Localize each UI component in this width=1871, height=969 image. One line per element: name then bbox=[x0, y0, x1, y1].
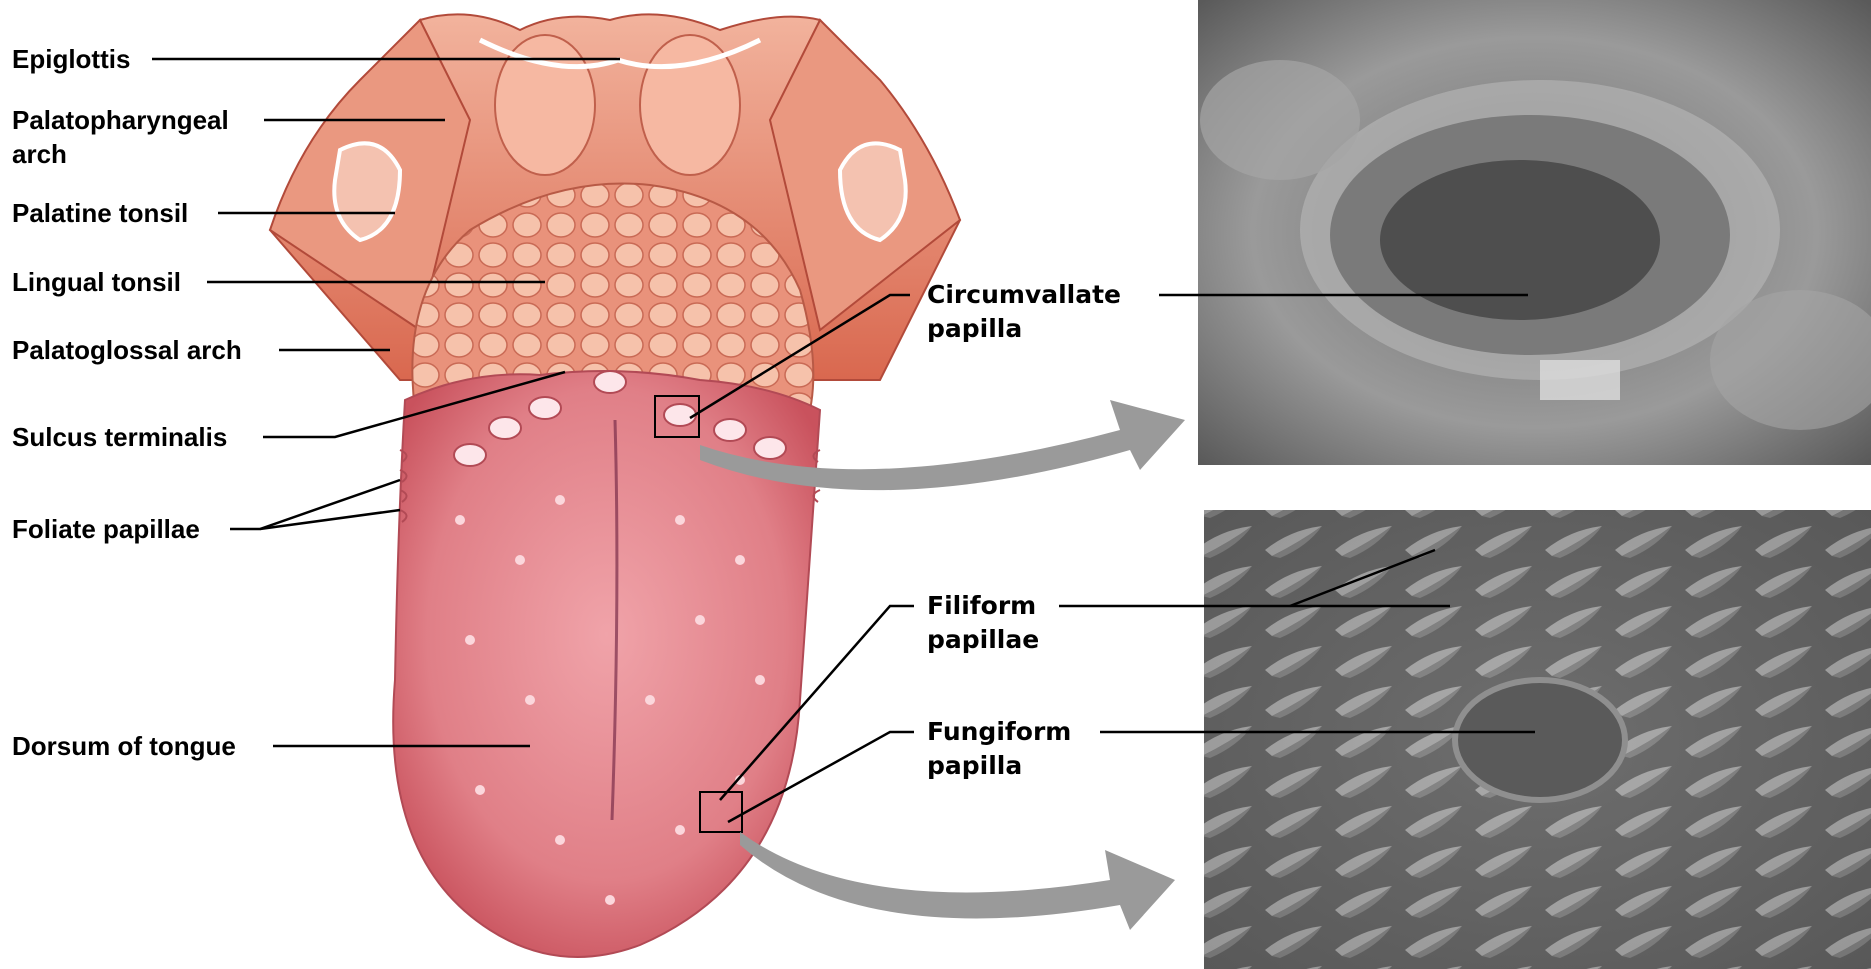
circumvallate-micrograph bbox=[1198, 0, 1871, 465]
label-epiglottis: Epiglottis bbox=[12, 42, 130, 76]
label-fungiform-line2: papilla bbox=[927, 749, 1022, 783]
label-fungiform-line1: Fungiform bbox=[927, 715, 1071, 749]
label-palatoglossal-arch: Palatoglossal arch bbox=[12, 333, 242, 367]
filiform-fungiform-micrograph bbox=[1204, 510, 1871, 969]
label-palatine-tonsil: Palatine tonsil bbox=[12, 196, 188, 230]
label-filiform-line2: papillae bbox=[927, 623, 1039, 657]
label-sulcus-terminalis: Sulcus terminalis bbox=[12, 420, 227, 454]
label-foliate-papillae: Foliate papillae bbox=[12, 512, 200, 546]
label-circumvallate-line1: Circumvallate bbox=[927, 278, 1121, 312]
label-palatopharyngeal-line2: arch bbox=[12, 137, 67, 171]
label-lingual-tonsil: Lingual tonsil bbox=[12, 265, 181, 299]
label-circumvallate-line2: papilla bbox=[927, 312, 1022, 346]
label-filiform-line1: Filiform bbox=[927, 589, 1036, 623]
label-palatopharyngeal-line1: Palatopharyngeal bbox=[12, 103, 229, 137]
bottom-arrow bbox=[740, 832, 1175, 930]
label-dorsum-of-tongue: Dorsum of tongue bbox=[12, 729, 236, 763]
